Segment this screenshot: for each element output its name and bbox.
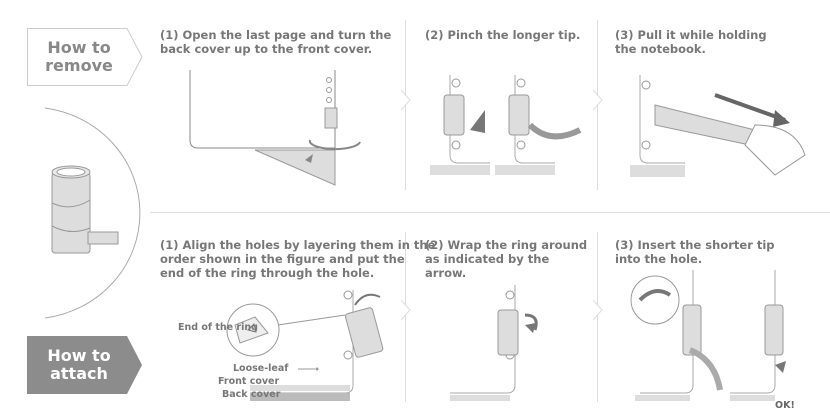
- remove-step-1: (1) Open the last page and turn the back…: [160, 28, 392, 56]
- remove-step-3: (3) Pull it while holding the notebook.: [615, 28, 767, 56]
- chevron-right-icon: [401, 300, 411, 320]
- back-cover-label: Back cover: [222, 389, 281, 400]
- attach-step-1-illustration: [226, 290, 384, 401]
- remove-step-2: (2) Pinch the longer tip.: [425, 28, 581, 42]
- section-divider: [150, 212, 830, 213]
- step-divider: [597, 232, 598, 402]
- tag-fill-icon: [27, 336, 142, 394]
- remove-step-2-illustration: [430, 75, 582, 175]
- attach-step-1: (1) Align the holes by layering them in …: [160, 238, 436, 280]
- front-cover-label: Front cover: [218, 376, 280, 387]
- how-to-attach-tag: How to attach: [27, 336, 143, 394]
- chevron-right-icon: [401, 90, 411, 110]
- remove-step-3-illustration: [630, 75, 806, 177]
- chevron-right-icon: [593, 300, 603, 320]
- ok-label: OK!: [775, 400, 795, 411]
- how-to-attach-label: How to attach: [47, 346, 111, 383]
- tag-outline-icon: [27, 28, 143, 86]
- attach-step-3-illustration: [630, 270, 786, 401]
- attach-step-3: (3) Insert the shorter tip into the hole…: [615, 238, 775, 266]
- attach-step-2-illustration: [450, 285, 538, 401]
- chevron-right-icon: [593, 90, 603, 110]
- step-divider: [405, 232, 406, 402]
- how-to-remove-tag: How to remove: [27, 28, 143, 86]
- remove-step-1-illustration: [189, 70, 361, 186]
- loose-leaf-label: Loose-leaf: [233, 363, 289, 374]
- ring-illustration: [44, 107, 141, 319]
- end-of-ring-label: End of the ring: [178, 322, 258, 333]
- how-to-remove-label: How to remove: [45, 38, 113, 75]
- attach-step-2: (2) Wrap the ring around as indicated by…: [425, 238, 588, 280]
